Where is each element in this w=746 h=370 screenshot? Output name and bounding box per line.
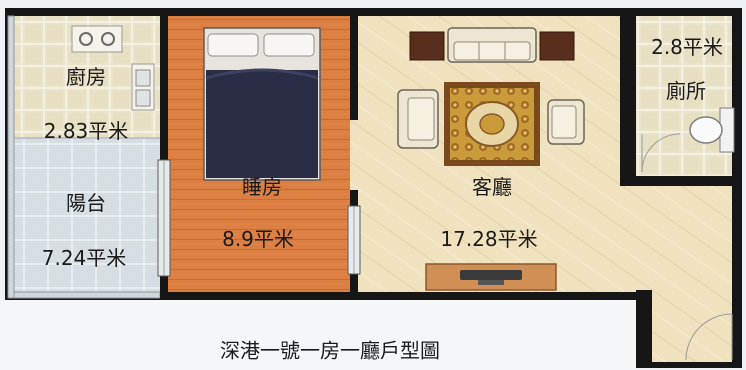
corridor-floor: [620, 186, 732, 292]
armchair-right-icon: [547, 99, 585, 145]
wall-kitchen-bedroom: [160, 8, 168, 300]
toilet-name: 廁所: [666, 79, 706, 103]
footer-strip: [0, 300, 636, 370]
toilet-door-icon: [641, 133, 681, 173]
toilet-area: 2.8平米: [651, 35, 723, 59]
wall-toilet-bottom: [628, 176, 644, 184]
living-name: 客廳: [472, 175, 512, 199]
corridor-lower: [652, 290, 732, 362]
living-area: 17.28平米: [440, 227, 538, 251]
kitchen-area: 2.83平米: [43, 119, 129, 143]
balcony-name: 陽台: [66, 191, 106, 215]
floor-plan-caption: 深港一號一房一廳戶型圖: [220, 338, 440, 363]
tv-cabinet-icon: [425, 263, 557, 291]
kitchen-name: 廚房: [66, 65, 106, 89]
bedroom-name: 睡房: [242, 175, 282, 199]
toilet-icon: [689, 107, 735, 153]
entry-door-icon: [685, 313, 733, 361]
side-table-right: [539, 31, 575, 61]
balcony-floor: [14, 138, 160, 294]
bedroom-area: 8.9平米: [222, 227, 294, 251]
balcony-rail: [7, 15, 15, 299]
toilet-floor: [636, 16, 732, 176]
balcony-area: 7.24平米: [41, 246, 127, 270]
wall-toilet-left: [628, 8, 636, 178]
wall-corridor-left: [636, 290, 652, 368]
door-opening-bedroom: [350, 120, 358, 190]
armchair-left-icon: [397, 89, 439, 149]
sink-icon: [131, 63, 155, 111]
side-table-left: [409, 31, 445, 61]
sofa-icon: [447, 27, 537, 63]
stove-icon: [71, 25, 123, 53]
rug-icon: [444, 82, 540, 166]
bed-icon: [203, 27, 321, 181]
